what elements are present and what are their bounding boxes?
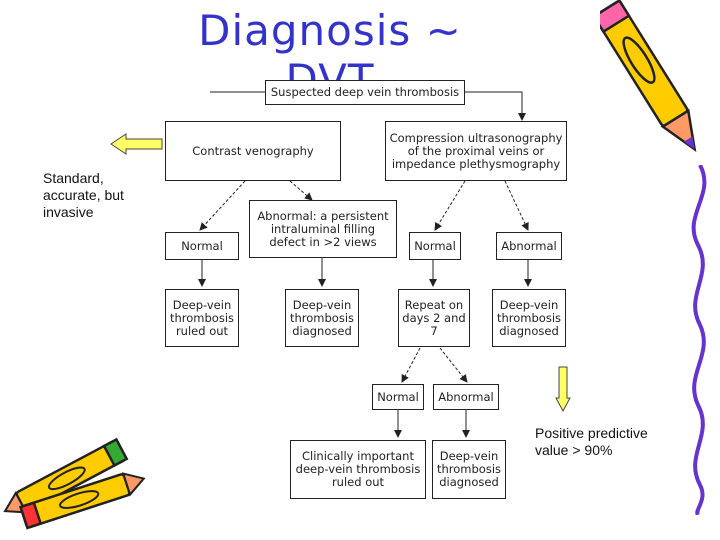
box-abnormal-filling-defect: Abnormal: a persistent intraluminal fill…: [249, 200, 397, 258]
note-positive-predictive: Positive predictive value > 90%: [535, 425, 648, 458]
box-dvt-diagnosed-b: Deep-vein thrombosis diagnosed: [492, 289, 566, 347]
box-contrast-venography: Contrast venography: [165, 121, 341, 181]
box-dvt-ruled-out-a: Deep-vein thrombosis ruled out: [165, 289, 239, 347]
box-abnormal-c: Abnormal: [433, 384, 499, 410]
box-normal-a: Normal: [165, 232, 239, 260]
left-arrow-icon: [110, 133, 163, 155]
box-dvt-diagnosed-c: Deep-vein thrombosis diagnosed: [432, 440, 506, 499]
squiggle-line-icon: [691, 165, 707, 515]
pencils-clipart-icon: [3, 437, 146, 530]
box-compression-ultrasonography: Compression ultrasonography of the proxi…: [385, 121, 567, 181]
box-repeat-days: Repeat on days 2 and 7: [398, 289, 470, 347]
box-dvt-diagnosed-a: Deep-vein thrombosis diagnosed: [285, 289, 359, 347]
pencil-clipart-icon: [600, 0, 697, 152]
box-normal-b: Normal: [409, 232, 461, 260]
slide-title: Diagnosis ~ DVT: [198, 6, 462, 104]
box-suspected-dvt: Suspected deep vein thrombosis: [265, 80, 465, 105]
note-standard-invasive: Standard, accurate, but invasive: [43, 170, 124, 220]
box-clinically-important-ruled-out: Clinically important deep-vein thrombosi…: [290, 440, 426, 499]
down-arrow-icon: [555, 366, 571, 412]
box-normal-c: Normal: [372, 384, 424, 410]
box-abnormal-b: Abnormal: [496, 232, 562, 260]
